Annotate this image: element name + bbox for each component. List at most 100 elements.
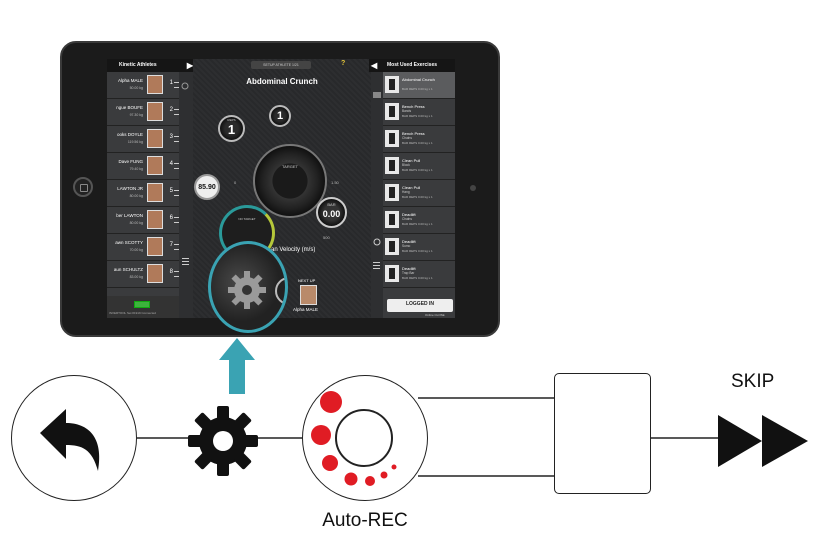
athlete-weight: 97.30 kg: [129, 113, 143, 117]
bar-value: 0.00: [322, 209, 341, 219]
athlete-name: aun SCHULTZ: [113, 267, 143, 272]
connection-footer: INVERTOOL Set #1919 Connected: [107, 296, 179, 318]
exercises-panel: Abdominal Crunch BAR REPS 0.00 kg x 1 Be…: [383, 59, 455, 318]
back-arrow-icon: [40, 409, 100, 471]
exercise-icon: [385, 238, 399, 255]
exercise-name: Clean Pull: [402, 158, 421, 163]
auto-rec-label: Auto-REC: [322, 510, 408, 531]
athlete-avatar: [147, 210, 163, 229]
athlete-number: 4: [169, 161, 173, 167]
athlete-avatar: [147, 183, 163, 202]
toolstrip-icons: [181, 82, 189, 265]
exercise-meta: BAR REPS 0.00 kg x 1: [402, 249, 433, 253]
exercise-title: Abdominal Crunch: [246, 77, 318, 86]
exercise-meta: BAR REPS 0.00 kg x 1: [402, 114, 433, 118]
next-athlete-avatar[interactable]: [300, 285, 317, 305]
back-triangle-icon[interactable]: ◀: [371, 61, 378, 70]
exercise-name: Abdominal Crunch: [402, 77, 435, 82]
reorder-handle-icon[interactable]: [174, 190, 179, 196]
menu-icon: [373, 262, 380, 263]
reorder-handle-icon[interactable]: [174, 217, 179, 223]
athlete-avatar: [147, 156, 163, 175]
bar-dial[interactable]: BAR 0.00: [316, 197, 347, 228]
exercise-row[interactable]: Deadlift Sumo BAR REPS 0.00 kg x 1: [383, 234, 455, 261]
exercise-name: Deadlift: [402, 266, 416, 271]
exercise-variant: Chains: [402, 217, 412, 221]
athlete-number: 3: [169, 134, 173, 140]
exercise-name: Deadlift: [402, 212, 416, 217]
body-weight-value: 85.90: [198, 184, 216, 191]
setup-athlete-label[interactable]: SETUP ATHLETE 1/21: [251, 61, 311, 69]
next-athlete-name: Alpha MALE: [293, 307, 319, 312]
home-button[interactable]: [73, 177, 93, 197]
exercise-meta: BAR REPS 0.00 kg x 1: [402, 276, 433, 280]
exercise-name: Deadlift: [402, 239, 416, 244]
athlete-weight: 80.00 kg: [129, 194, 143, 198]
help-icon[interactable]: ?: [341, 60, 346, 67]
exercise-row[interactable]: Abdominal Crunch BAR REPS 0.00 kg x 1: [383, 72, 455, 99]
exercise-icon: [385, 157, 399, 174]
reorder-handle-icon[interactable]: [174, 163, 179, 169]
athlete-row[interactable]: awn SCOTTY 70.00 kg 7: [107, 234, 179, 261]
athlete-number: 5: [169, 188, 173, 194]
play-icon[interactable]: ▶: [186, 61, 193, 70]
exercise-icon: [385, 130, 399, 147]
exercises-title: Most Used Exercises: [386, 62, 438, 68]
athlete-row[interactable]: ngue BOUFE 97.30 kg 2: [107, 99, 179, 126]
exercise-variant: Block: [402, 163, 410, 167]
gear-icon[interactable]: [186, 404, 260, 478]
athlete-row[interactable]: Dave FUNG 79.40 kg 4: [107, 153, 179, 180]
reorder-handle-icon[interactable]: [174, 109, 179, 115]
exercise-variant: Chains: [402, 136, 412, 140]
reps-label: REPS: [227, 118, 236, 122]
dial-edge-icon: [275, 277, 285, 305]
body-weight-dial[interactable]: 85.90: [194, 174, 220, 200]
grid-icon: [373, 92, 381, 98]
athlete-row[interactable]: ooks DOYLE 119.56 kg 3: [107, 126, 179, 153]
athlete-row[interactable]: Alpha MALE 50.00 kg 1: [107, 72, 179, 99]
exercise-variant: Bands: [402, 109, 412, 113]
exercise-row[interactable]: Clean Pull Block BAR REPS 0.00 kg x 1: [383, 153, 455, 180]
athlete-number: 1: [169, 80, 173, 86]
athlete-number: 6: [169, 215, 173, 221]
athlete-name: Alpha MALE: [117, 78, 143, 83]
athlete-row[interactable]: ber LAWTON 80.00 kg 6: [107, 207, 179, 234]
athlete-name: LAWTON JR: [117, 186, 143, 191]
exercise-row[interactable]: Bench Press Bands BAR REPS 0.00 kg x 1: [383, 99, 455, 126]
reorder-handle-icon[interactable]: [174, 271, 179, 277]
exercise-row[interactable]: Clean Pull Hang BAR REPS 0.00 kg x 1: [383, 180, 455, 207]
exercise-icon: [385, 103, 399, 120]
athlete-weight: 70.00 kg: [129, 248, 143, 252]
exercise-row[interactable]: Bench Press Chains BAR REPS 0.00 kg x 1: [383, 126, 455, 153]
logged-in-button[interactable]: LOGGED IN: [387, 299, 453, 312]
athlete-row[interactable]: aun SCHULTZ 83.00 kg 8: [107, 261, 179, 288]
target-dial[interactable]: TARGET: [253, 144, 327, 218]
athlete-name: Dave FUNG: [118, 159, 143, 164]
athlete-row[interactable]: LAWTON JR 80.00 kg 5: [107, 180, 179, 207]
exercise-row[interactable]: Deadlift Trap Bar BAR REPS 0.00 kg x 1: [383, 261, 455, 288]
athlete-name: ngue BOUFE: [116, 105, 143, 110]
reorder-handle-icon[interactable]: [174, 82, 179, 88]
toolstrip-icons: [373, 92, 381, 269]
exercise-meta: BAR REPS 0.00 kg x 1: [402, 195, 433, 199]
reorder-handle-icon[interactable]: [174, 244, 179, 250]
sets-dial[interactable]: 1: [269, 105, 291, 127]
exercise-variant: Trap Bar: [402, 271, 415, 275]
athlete-number: 2: [169, 107, 173, 113]
reorder-handle-icon[interactable]: [174, 136, 179, 142]
exercise-row[interactable]: Deadlift Chains BAR REPS 0.00 kg x 1: [383, 207, 455, 234]
exercise-meta: BAR REPS 0.00 kg x 1: [402, 87, 433, 91]
reps-value: 1: [227, 122, 236, 137]
exercise-icon: [385, 265, 399, 282]
athlete-number: 7: [169, 242, 173, 248]
exercises-header: ◀ Most Used Exercises: [369, 59, 455, 72]
reps-dial[interactable]: REPS 1: [218, 115, 245, 142]
next-up-label: NEXT UP: [298, 278, 316, 283]
athlete-name: ooks DOYLE: [116, 132, 143, 137]
exercise-meta: BAR REPS 0.00 kg x 1: [402, 222, 433, 226]
skip-forward-icon[interactable]: [716, 413, 810, 469]
gear-icon[interactable]: [225, 268, 269, 312]
flow-box: [554, 373, 651, 494]
gauge-500-tick: 500: [323, 235, 330, 240]
exercise-name: Clean Pull: [402, 185, 421, 190]
